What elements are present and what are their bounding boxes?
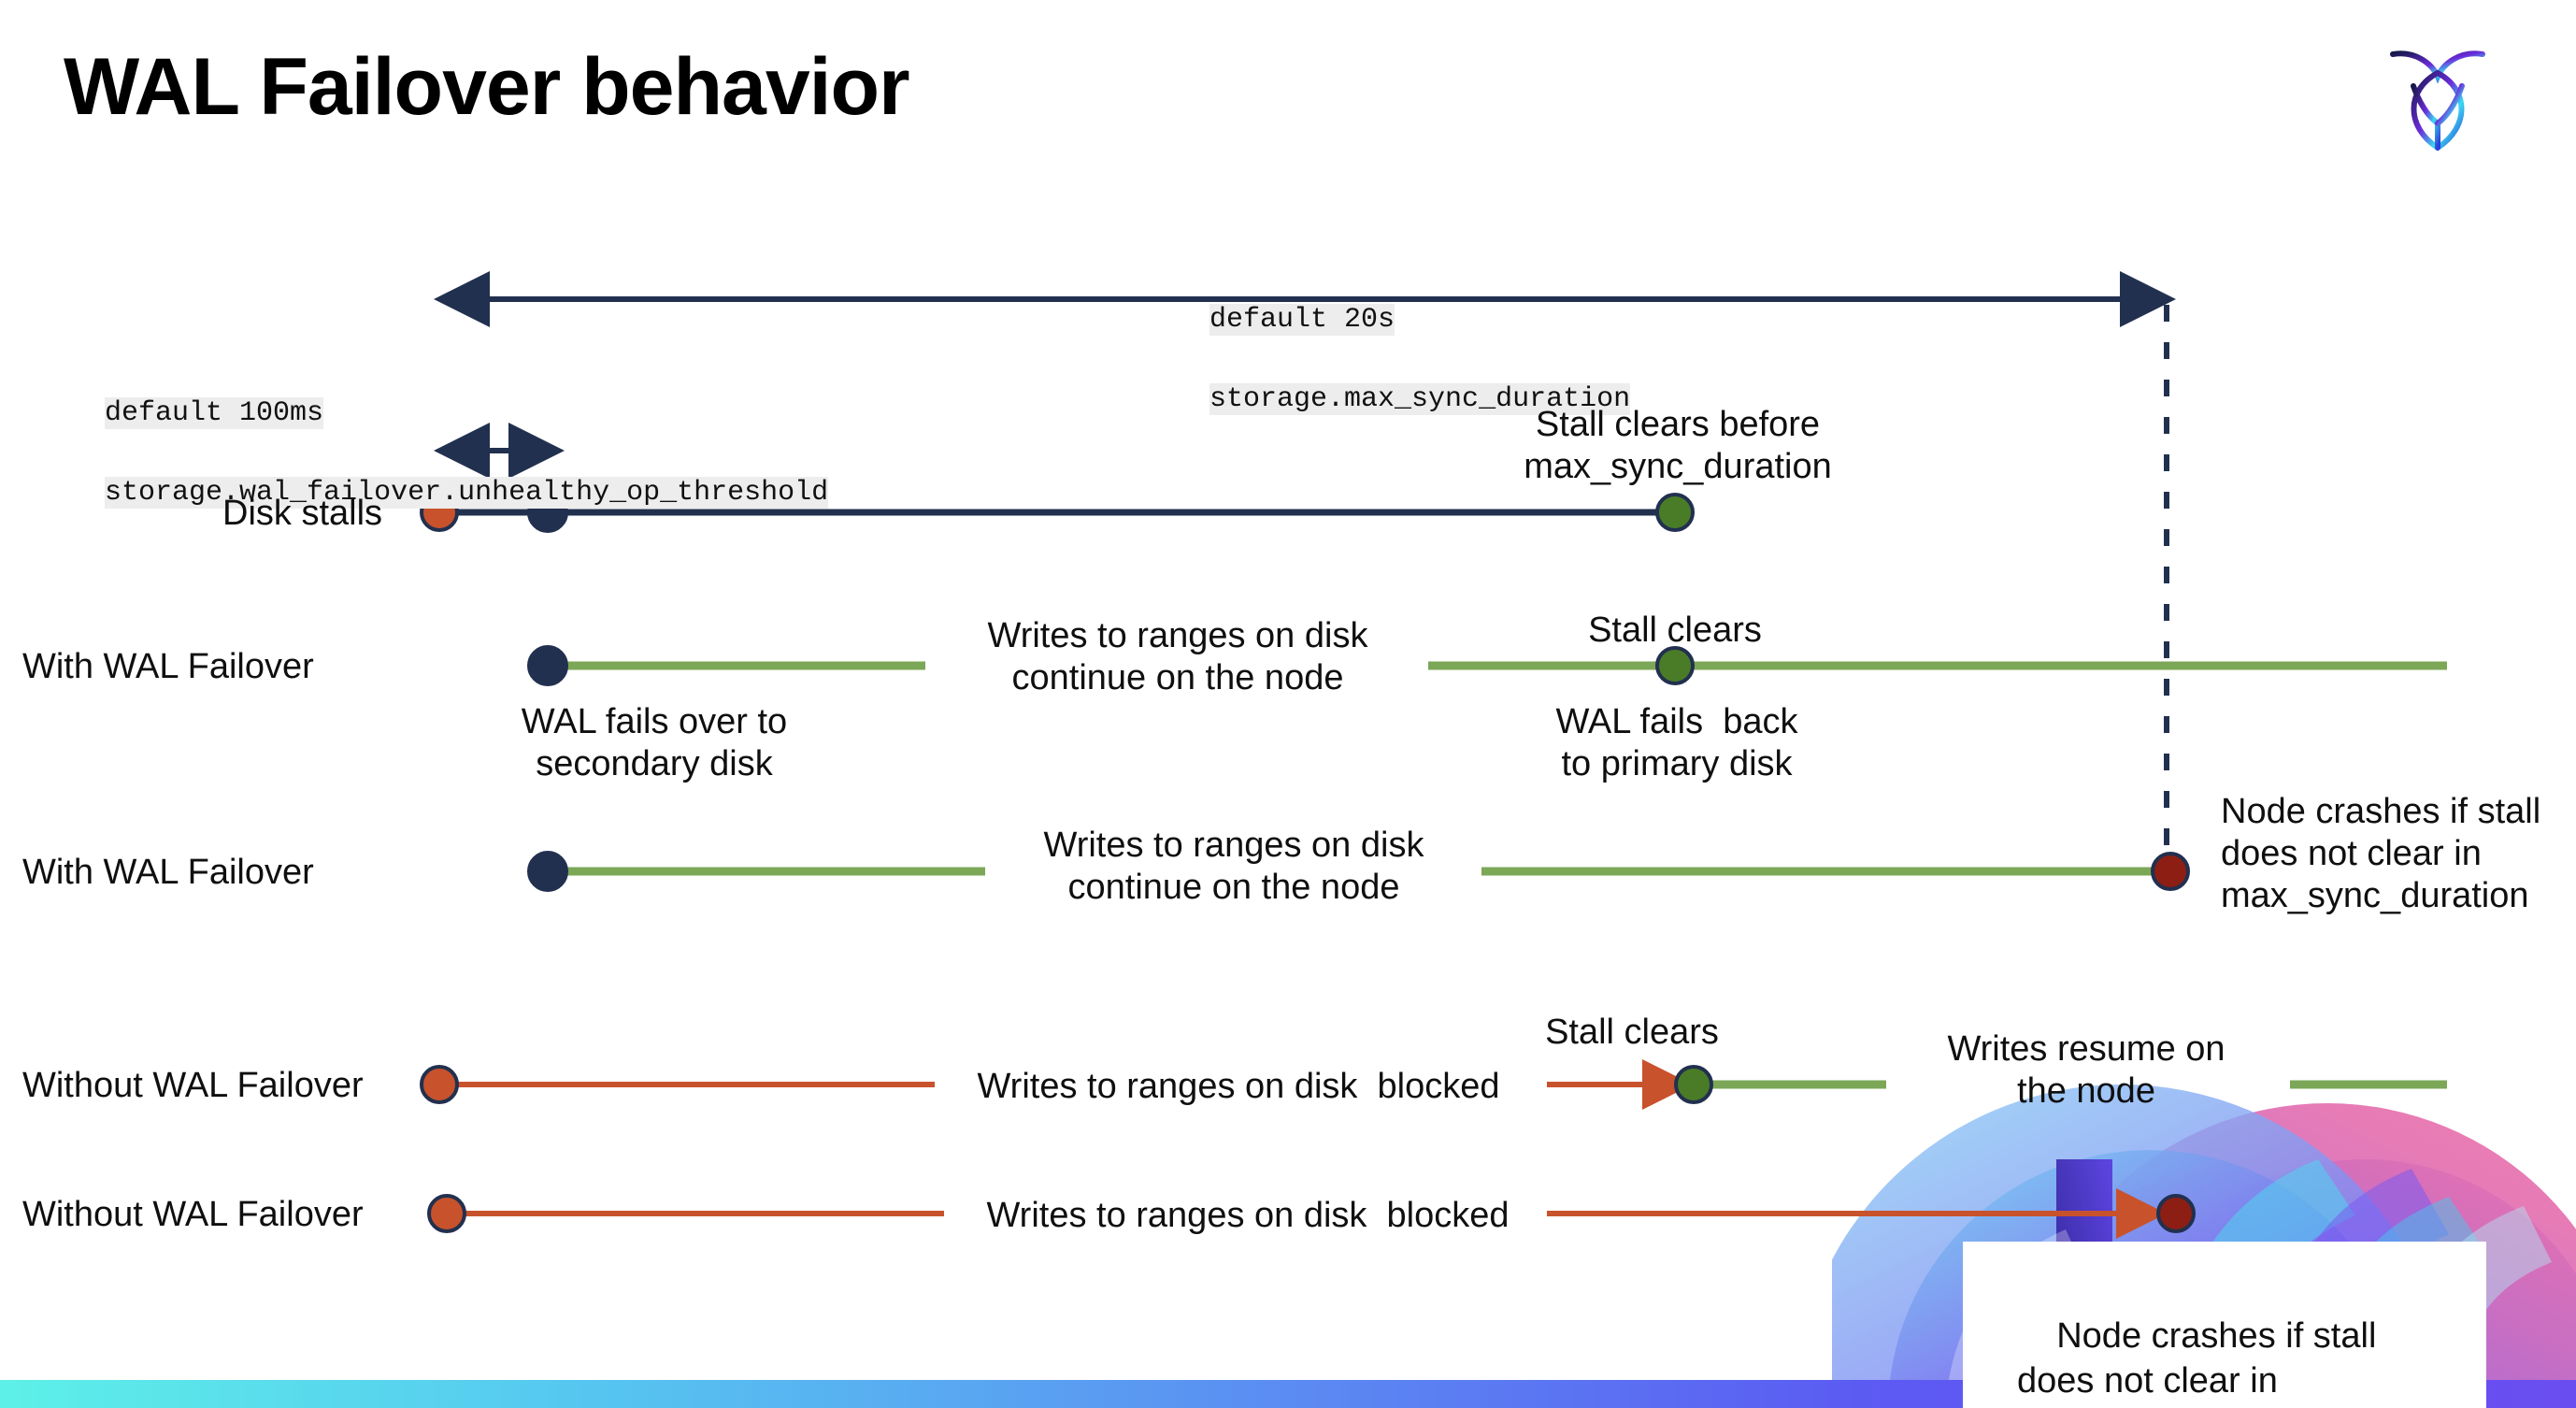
- row-label-without-wal-failover-1: Without WAL Failover: [22, 1066, 364, 1105]
- track-without-wal-failover-clears: [420, 1059, 2447, 1110]
- note-writes-blocked-1: Writes to ranges on disk blocked: [977, 1067, 1500, 1106]
- page-title: WAL Failover behavior: [64, 42, 910, 132]
- note-stall-clears-before-max-sync: Stall clears before max_sync_duration: [1524, 405, 1832, 486]
- marker-writes-blocked: [427, 1194, 466, 1233]
- annotation-unhealthy-default: default 100ms: [105, 396, 324, 429]
- callout-node-crashes-text: Node crashes if stall does not clear in …: [2017, 1315, 2377, 1408]
- row-label-disk-stalls: Disk stalls: [222, 494, 383, 533]
- row-label-without-wal-failover-2: Without WAL Failover: [22, 1195, 364, 1234]
- note-wal-fails-over: WAL fails over to secondary disk: [521, 702, 788, 783]
- note-stall-clears-1: Stall clears: [1588, 611, 1762, 650]
- annotation-unhealthy-setting: storage.wal_failover.unhealthy_op_thresh…: [105, 476, 829, 509]
- note-writes-continue-2: Writes to ranges on disk continue on the…: [1043, 826, 1424, 907]
- annotation-max-sync-default: default 20s: [1209, 303, 1395, 336]
- note-stall-clears-2: Stall clears: [1545, 1013, 1719, 1052]
- marker-wal-failover-start: [527, 851, 568, 892]
- cockroachdb-logo-icon: [2382, 28, 2494, 159]
- marker-node-crash: [2156, 1194, 2196, 1233]
- marker-wal-failover-start: [527, 645, 568, 686]
- row-label-with-wal-failover-1: With WAL Failover: [22, 647, 314, 686]
- track-without-wal-failover-crash: [427, 1188, 2196, 1239]
- callout-node-crashes-2: Node crashes if stall does not clear in …: [1963, 1242, 2486, 1408]
- annotation-unhealthy-op-threshold: default 100ms storage.wal_failover.unhea…: [37, 353, 829, 553]
- marker-node-crash: [2151, 852, 2190, 891]
- marker-stall-clears: [1674, 1065, 1713, 1104]
- note-writes-continue-1: Writes to ranges on disk continue on the…: [987, 616, 1368, 697]
- annotation-max-sync-duration: default 20s storage.max_sync_duration: [1142, 260, 1631, 459]
- note-node-crashes-1: Node crashes if stall does not clear in …: [2221, 792, 2541, 915]
- row-label-with-wal-failover-2: With WAL Failover: [22, 853, 314, 892]
- marker-stall-clears: [1655, 493, 1695, 532]
- max-sync-duration-span: [434, 271, 2176, 883]
- track-with-wal-failover-clears: [527, 645, 2447, 686]
- annotation-max-sync-setting: storage.max_sync_duration: [1209, 382, 1631, 415]
- marker-stall-clears: [1655, 646, 1695, 685]
- marker-writes-blocked: [420, 1065, 459, 1104]
- note-writes-blocked-2: Writes to ranges on disk blocked: [986, 1196, 1510, 1235]
- track-with-wal-failover-crash: [527, 851, 2190, 892]
- note-writes-resume: Writes resume on the node: [1947, 1029, 2225, 1111]
- note-wal-fails-back: WAL fails back to primary disk: [1555, 702, 1798, 783]
